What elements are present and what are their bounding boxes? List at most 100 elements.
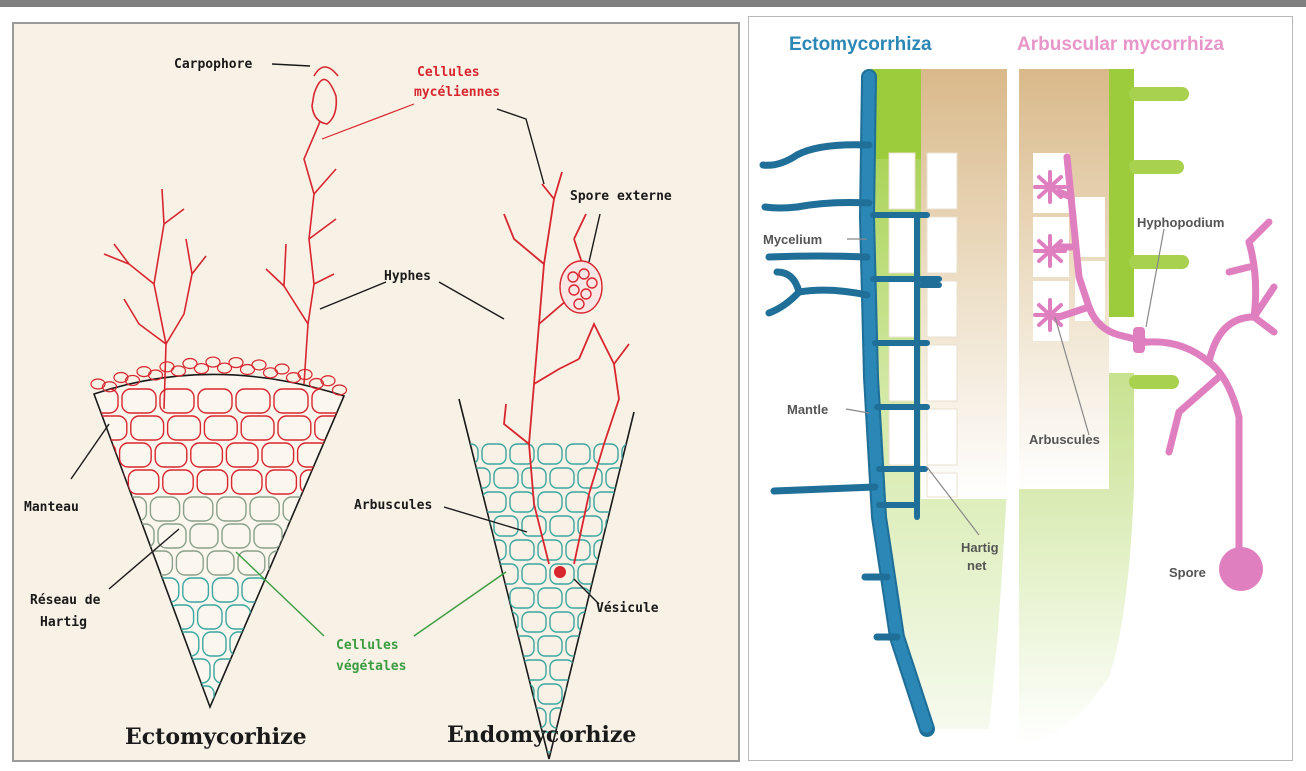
root-cell <box>494 468 518 488</box>
am-spore-icon <box>1219 547 1263 591</box>
root-cell <box>522 468 546 488</box>
mantle-hypha-cell <box>333 385 347 395</box>
caption-ectomycorhize: Ectomycorhize <box>125 724 307 750</box>
root-cell <box>510 492 534 512</box>
mantle-hypha-cell <box>252 360 266 370</box>
root-cell <box>286 524 314 548</box>
root-cell <box>110 659 132 683</box>
label-cellules-myceliennes-2: mycéliennes <box>414 85 500 100</box>
root-cell <box>84 497 113 521</box>
root-cell <box>316 497 345 521</box>
root-cell <box>243 686 264 710</box>
label-hartig-net-1: Hartig <box>961 540 999 555</box>
label-mantle: Mantle <box>787 402 828 417</box>
root-cell <box>634 660 658 680</box>
label-cellules-vegetales-2: végétales <box>336 659 406 674</box>
root-cell <box>482 444 506 464</box>
root-cell <box>566 684 590 704</box>
root-cell <box>284 632 307 656</box>
label-vesicule: Vésicule <box>596 601 659 616</box>
root-cell <box>634 564 658 584</box>
root-cell <box>538 492 562 512</box>
root-cell <box>550 516 574 536</box>
root-cell <box>94 686 115 710</box>
root-cell <box>622 636 646 656</box>
root-cell <box>634 708 658 728</box>
root-cell <box>144 686 165 710</box>
root-cell <box>622 492 646 512</box>
root-cell <box>466 564 490 584</box>
right-diagram-svg: Ectomycorrhiza Arbuscular mycorrhiza <box>749 17 1294 762</box>
root-cell <box>333 443 365 467</box>
root-cell <box>522 612 546 632</box>
root-cell <box>538 636 562 656</box>
right-diagram-panel: Ectomycorrhiza Arbuscular mycorrhiza <box>748 16 1293 761</box>
label-spore-externe: Spore externe <box>570 189 672 204</box>
root-cell <box>538 588 562 608</box>
label-spore: Spore <box>1169 565 1206 580</box>
root-cell <box>94 632 117 656</box>
root-cell <box>482 492 506 512</box>
root-cell <box>522 516 546 536</box>
label-hyphes: Hyphes <box>384 269 431 284</box>
label-carpophore: Carpophore <box>174 57 252 72</box>
external-spore-icon <box>560 261 602 313</box>
root-cell <box>311 605 335 629</box>
root-cell <box>84 605 108 629</box>
root-cell <box>317 686 338 710</box>
root-cell <box>606 564 630 584</box>
root-cell <box>342 686 363 710</box>
label-reseau-1: Réseau de <box>30 593 101 608</box>
root-cell <box>94 524 122 548</box>
root-cell <box>594 540 618 560</box>
mantle-hypha-cell <box>229 358 243 368</box>
root-cell <box>112 605 136 629</box>
label-hartig-net-2: net <box>967 558 987 573</box>
root-cell <box>538 540 562 560</box>
plant-cell-leader-lines <box>236 552 506 636</box>
label-hyphopodium: Hyphopodium <box>1137 215 1224 230</box>
root-cell <box>121 632 144 656</box>
carpophore-icon <box>312 67 338 124</box>
root-cell <box>119 686 140 710</box>
root-cell <box>352 416 385 440</box>
root-cell <box>292 686 313 710</box>
root-cell <box>240 659 262 683</box>
label-arbuscules-right: Arbuscules <box>1029 432 1100 447</box>
root-cell <box>466 516 490 536</box>
root-cell <box>482 588 506 608</box>
root-cell <box>162 659 184 683</box>
am-root-half <box>1019 69 1274 745</box>
root-cell <box>84 551 111 575</box>
root-cell <box>350 524 378 548</box>
root-cell <box>522 564 546 584</box>
root-cell <box>124 578 150 602</box>
root-cell <box>350 389 384 413</box>
root-cell <box>331 578 357 602</box>
root-cell <box>268 686 289 710</box>
label-cellules-vegetales-1: Cellules <box>336 638 399 653</box>
root-cell <box>94 470 124 494</box>
hyphopodium-shape <box>1133 327 1145 353</box>
root-cell <box>454 636 478 656</box>
mantle-hypha-cell <box>195 364 209 374</box>
root-cell <box>300 551 327 575</box>
root-cell <box>494 564 518 584</box>
root-cell <box>301 578 327 602</box>
root-cell <box>606 660 630 680</box>
root-cell <box>634 468 658 488</box>
label-arbuscules: Arbuscules <box>354 498 432 513</box>
root-cell <box>84 443 116 467</box>
root-cell <box>494 660 518 680</box>
root-cell <box>594 636 618 656</box>
endo-cells <box>454 444 658 752</box>
root-cell <box>466 660 490 680</box>
root-cell <box>360 578 386 602</box>
root-cell <box>168 686 189 710</box>
left-diagram-panel: Carpophore Cellules mycéliennes Spore ex… <box>12 22 740 762</box>
label-mycelium: Mycelium <box>763 232 822 247</box>
label-manteau: Manteau <box>24 500 79 515</box>
root-cell <box>454 540 478 560</box>
root-cell <box>218 686 239 710</box>
title-ectomycorrhiza: Ectomycorrhiza <box>789 34 932 55</box>
